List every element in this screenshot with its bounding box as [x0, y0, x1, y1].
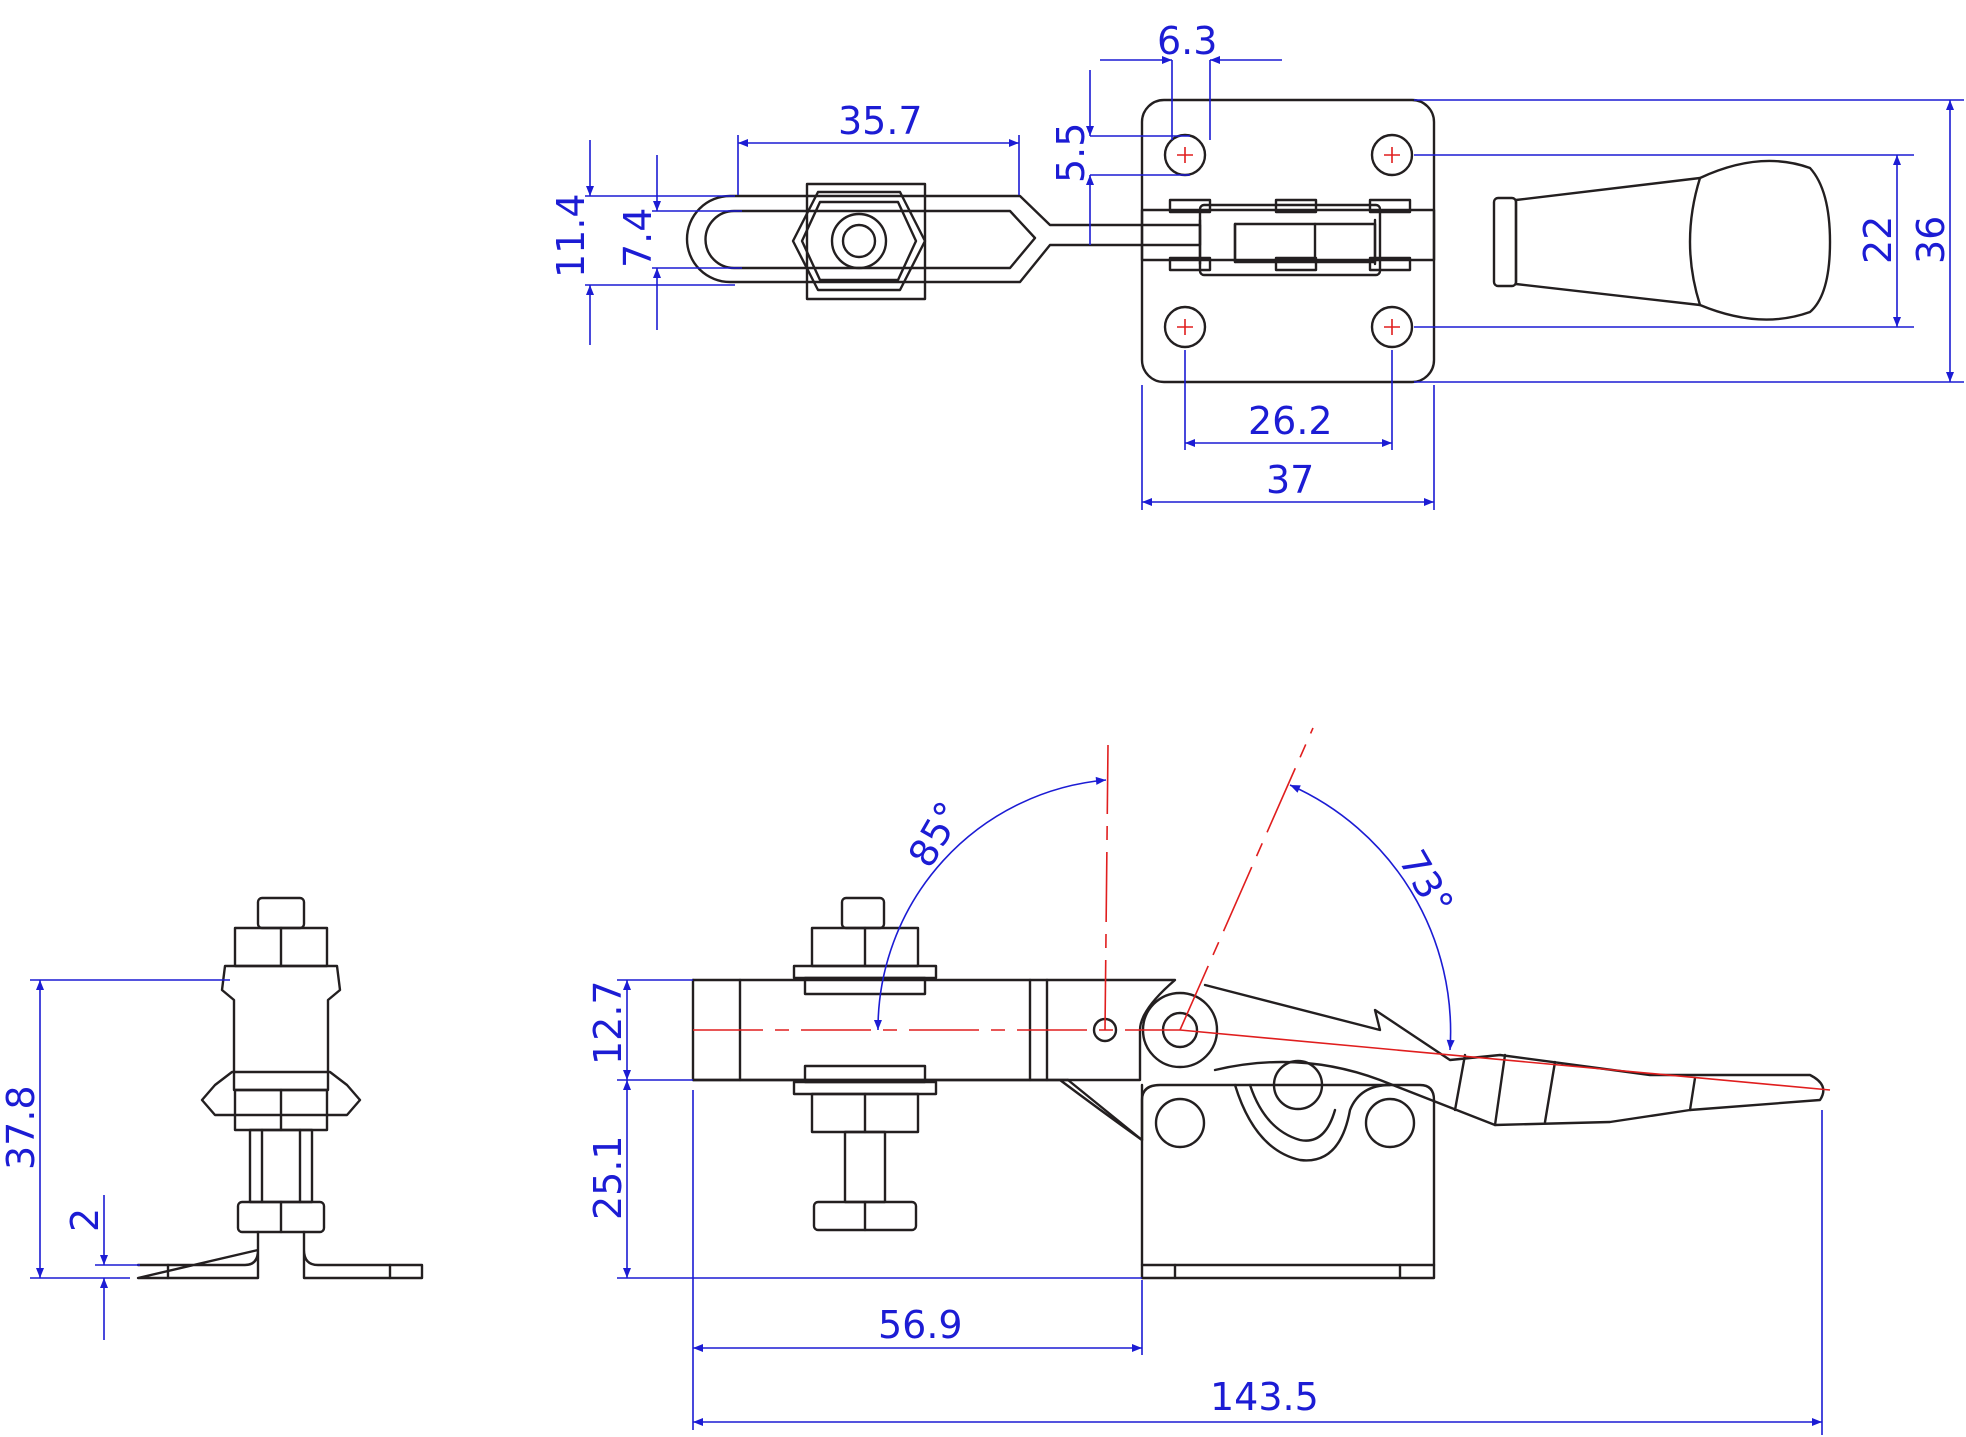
- side-spindle: [792, 896, 938, 1232]
- dim-base-width: 36: [1909, 216, 1953, 264]
- dim-handle-open-angle: 73°: [1390, 843, 1462, 923]
- side-dimensions: 12.7 25.1 56.9 143.5: [586, 979, 1823, 1435]
- top-view: 6.3 5.5 35.7 11.4 7.4 26.2: [549, 19, 1964, 510]
- dim-overall-length: 143.5: [1210, 1375, 1319, 1419]
- dim-hole-dia: 6.3: [1157, 19, 1217, 63]
- top-handle: [1492, 159, 1832, 321]
- end-spindle: [200, 896, 362, 1234]
- dim-to-pivot: 56.9: [878, 1303, 963, 1347]
- end-base: [136, 1230, 424, 1280]
- dim-bar-open-angle: 85°: [900, 794, 972, 874]
- dim-end-base-thickness: 2: [63, 1208, 107, 1232]
- side-base: [1140, 1059, 1436, 1280]
- dim-base-length: 37: [1266, 458, 1314, 502]
- top-hex-nut: [791, 182, 927, 301]
- dim-hole-offset: 5.5: [1049, 123, 1093, 183]
- dim-base-height: 25.1: [586, 1135, 630, 1220]
- dim-spindle-length: 35.7: [838, 99, 923, 143]
- side-handle: [1141, 983, 1825, 1127]
- top-pivot-band: [1140, 198, 1436, 272]
- dim-hole-spacing-y: 22: [1856, 216, 1900, 264]
- dim-end-overall-height: 37.8: [0, 1085, 43, 1170]
- end-dimensions: 37.8 2: [0, 979, 230, 1340]
- end-view: 37.8 2: [0, 896, 424, 1340]
- dim-arm-width: 11.4: [549, 193, 593, 278]
- side-centerlines: [693, 727, 1831, 1091]
- top-dimensions: 6.3 5.5 35.7 11.4 7.4 26.2: [549, 19, 1964, 510]
- dim-hole-spacing-x: 26.2: [1248, 399, 1333, 443]
- dim-spindle-height: 12.7: [586, 980, 630, 1065]
- top-base-plate: [1140, 98, 1436, 384]
- dim-slot-width: 7.4: [616, 208, 660, 268]
- side-view: 85° 73° 12.7 25.1 56.9 143.5: [586, 727, 1831, 1435]
- side-clamp-bar: [691, 978, 1177, 1142]
